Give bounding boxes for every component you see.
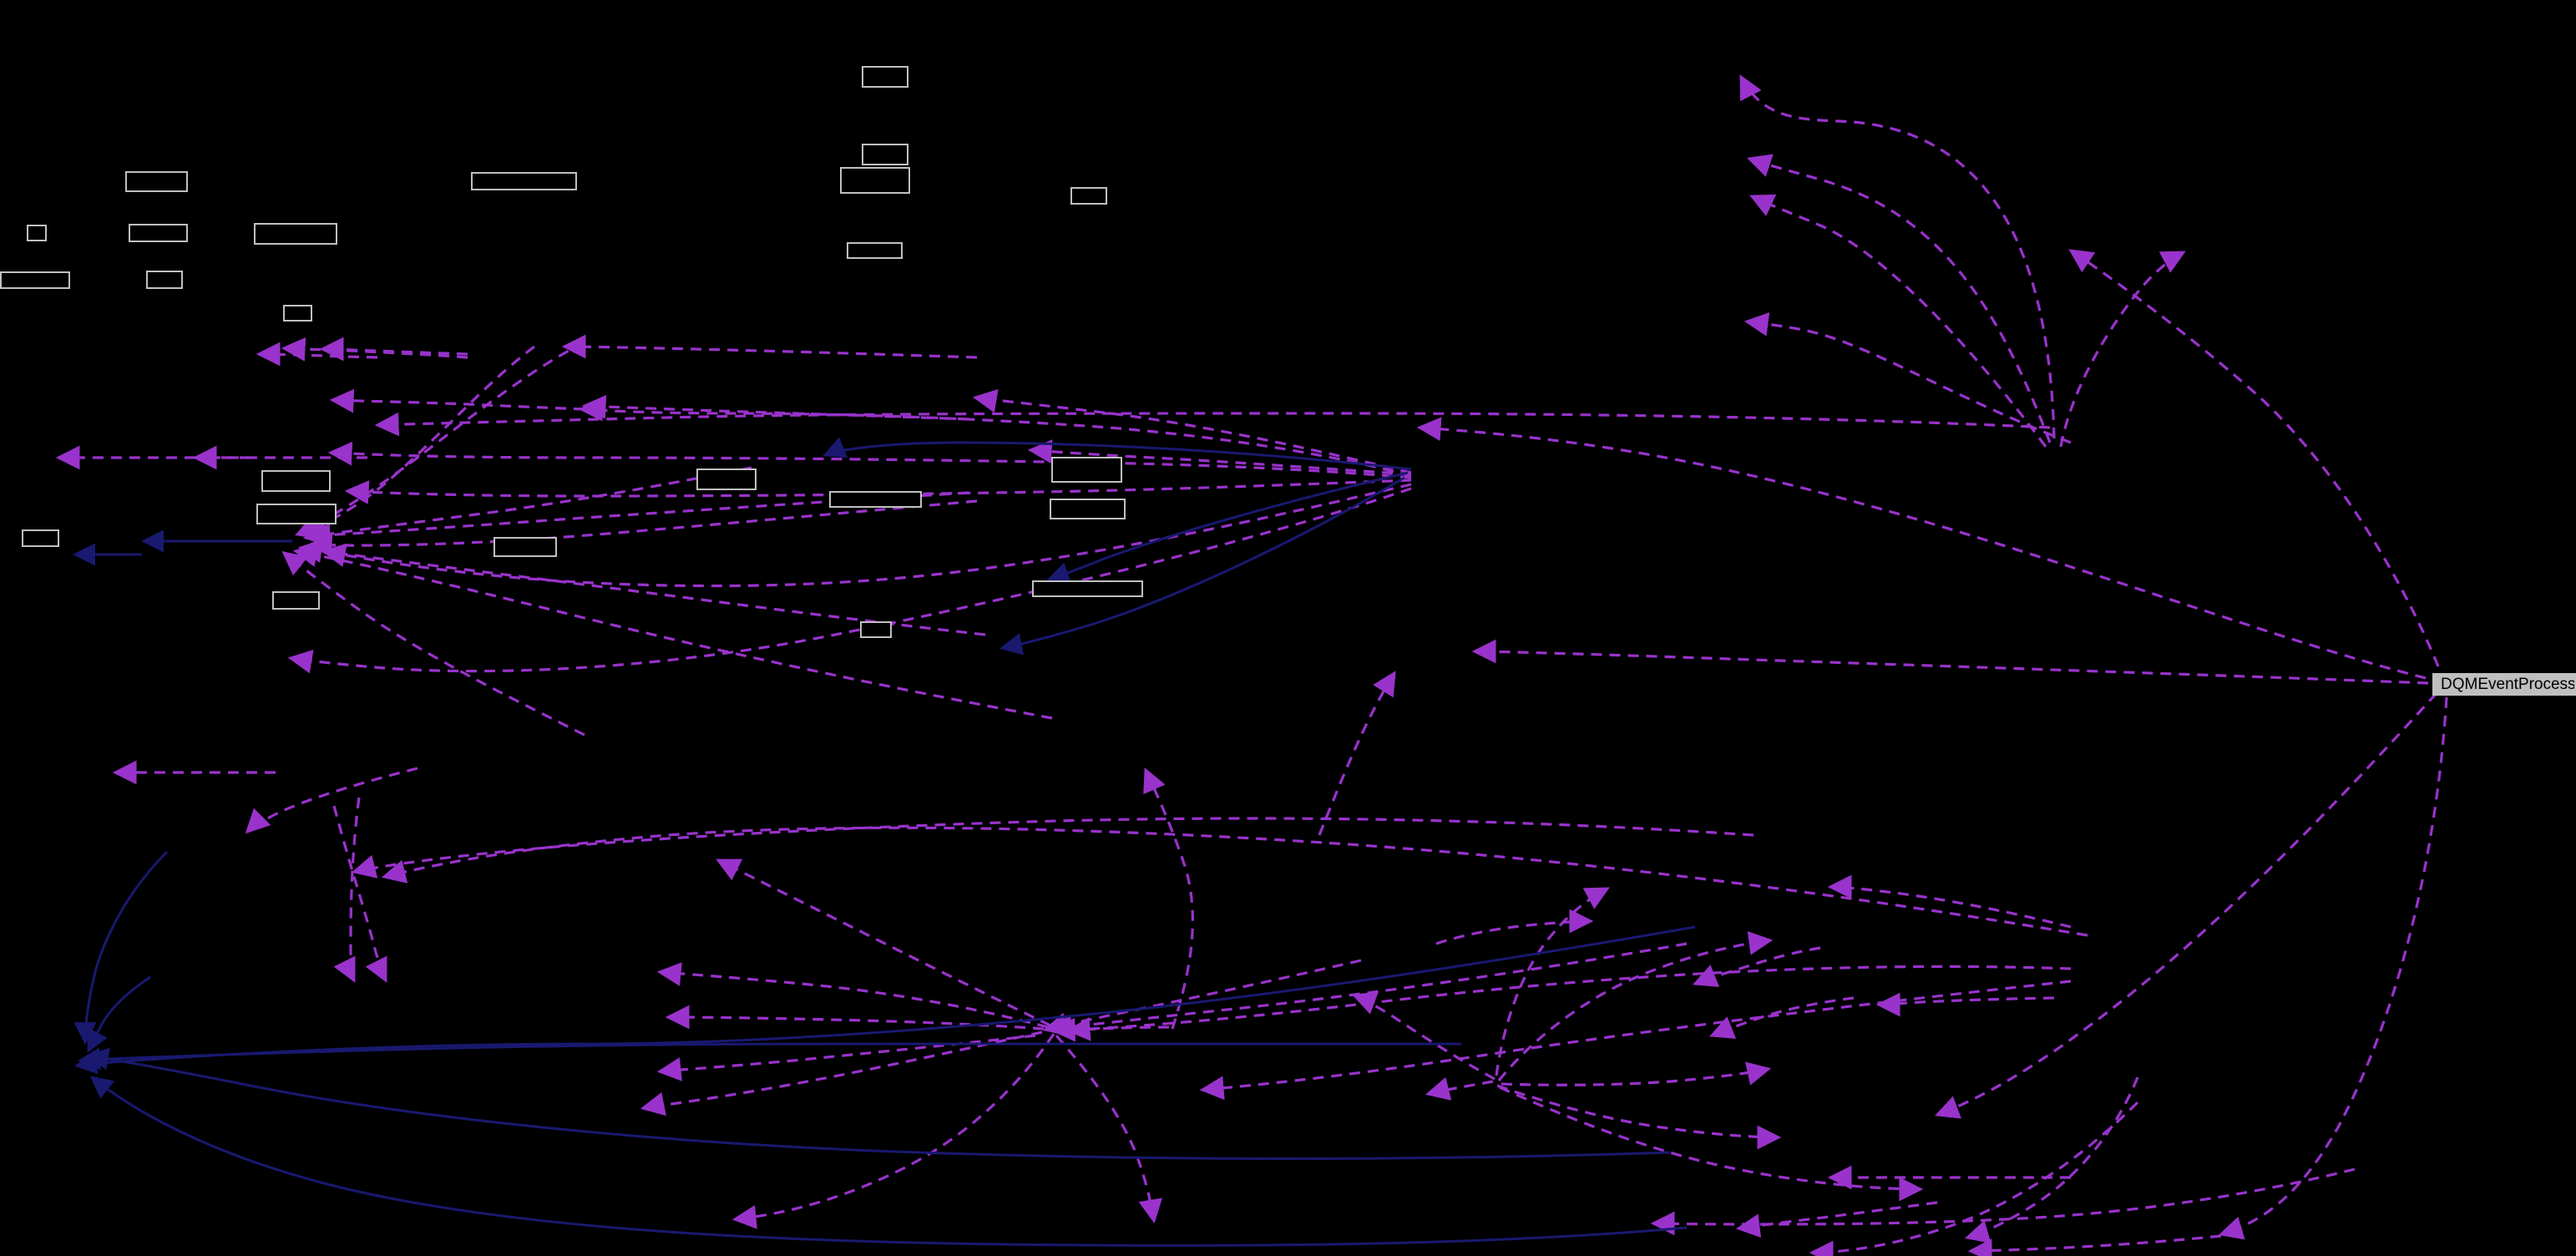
graph-node[interactable] xyxy=(493,537,557,557)
graph-node[interactable] xyxy=(471,172,577,190)
inheritance-edge-group xyxy=(73,437,1696,1247)
graph-node[interactable] xyxy=(1050,499,1126,519)
focus-node-label: DQMEventProcessorBase xyxy=(2441,676,2576,693)
graph-node[interactable] xyxy=(847,242,903,259)
graph-node[interactable] xyxy=(125,171,188,192)
graph-node[interactable] xyxy=(283,305,312,322)
graph-node[interactable] xyxy=(27,225,47,241)
graph-node[interactable] xyxy=(840,167,910,194)
graph-node[interactable] xyxy=(862,144,908,165)
graph-node[interactable] xyxy=(146,271,183,289)
graph-node[interactable] xyxy=(1070,187,1107,205)
graph-node[interactable] xyxy=(1051,457,1122,483)
graph-node[interactable] xyxy=(1032,580,1143,597)
graph-node[interactable] xyxy=(272,591,320,610)
graph-node[interactable] xyxy=(256,504,337,524)
graph-node[interactable] xyxy=(22,529,59,547)
graph-node[interactable] xyxy=(696,468,757,490)
graph-node[interactable] xyxy=(254,223,337,245)
focus-node-dqmeventprocessorbase[interactable]: DQMEventProcessorBase xyxy=(2432,673,2576,696)
usage-edge-group xyxy=(55,74,2448,1256)
graph-node[interactable] xyxy=(862,66,908,88)
graph-node[interactable] xyxy=(860,621,892,638)
graph-node[interactable] xyxy=(129,224,188,242)
graph-node[interactable] xyxy=(261,470,331,492)
graph-node[interactable] xyxy=(829,491,922,508)
graph-node[interactable] xyxy=(0,271,70,289)
